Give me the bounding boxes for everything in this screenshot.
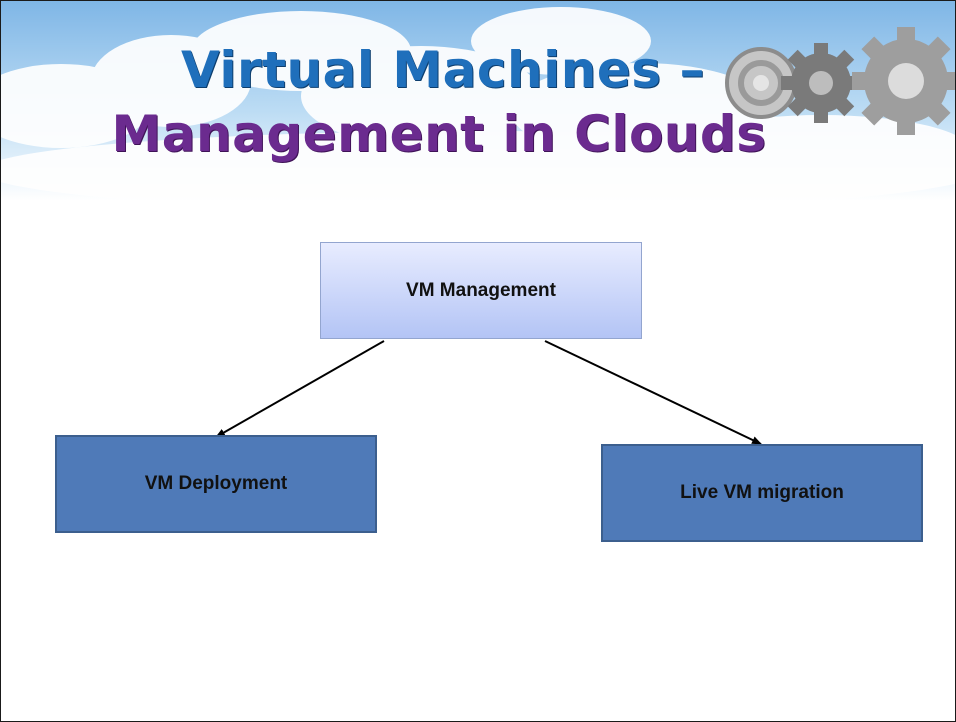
connector-arrow-to-vm-deployment <box>215 340 385 438</box>
node-live-vm-migration: Live VM migration <box>601 444 923 542</box>
node-vm-management: VM Management <box>320 242 642 339</box>
gears-icon <box>725 27 955 135</box>
slide-title-line2: Management in Clouds <box>111 105 767 163</box>
node-vm-deployment-label: VM Deployment <box>144 473 288 494</box>
connector-arrow-to-live-vm-migration <box>544 340 762 445</box>
node-vm-deployment: VM Deployment <box>55 435 377 533</box>
node-live-vm-migration-label: Live VM migration <box>680 482 844 503</box>
slide-title-line1: Virtual Machines – <box>181 41 705 99</box>
node-vm-management-label: VM Management <box>406 279 556 301</box>
